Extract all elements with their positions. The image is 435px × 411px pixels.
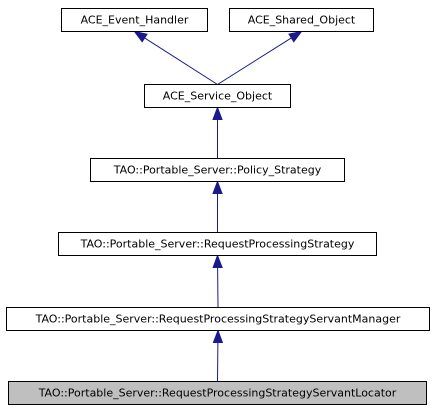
nodes-layer: ACE_Event_Handler ACE_Shared_ObjectACE_Se… xyxy=(6,8,430,405)
inheritance-edge-5 xyxy=(212,329,224,382)
inheritance-edge-0 xyxy=(133,30,218,85)
edge-line xyxy=(144,37,218,85)
edges-layer xyxy=(133,30,303,382)
inheritance-edge-2 xyxy=(212,106,223,159)
arrowhead-icon xyxy=(212,254,223,269)
inheritance-edge-4 xyxy=(212,254,223,308)
class-box xyxy=(61,8,208,32)
class-label: TAO::Portable_Server::RequestProcessingS… xyxy=(35,313,401,326)
edge-line xyxy=(217,37,292,85)
class-node-service-object[interactable]: ACE_Service_Object xyxy=(144,84,291,108)
arrowhead-icon xyxy=(212,329,224,344)
class-label: TAO::Portable_Server::RequestProcessingS… xyxy=(80,238,355,251)
class-label: ACE_Service_Object xyxy=(163,90,273,103)
class-node-rps-locator[interactable]: TAO::Portable_Server::RequestProcessingS… xyxy=(8,381,427,405)
class-node-rps[interactable]: TAO::Portable_Server::RequestProcessingS… xyxy=(58,232,377,256)
class-node-policy-strategy[interactable]: TAO::Portable_Server::Policy_Strategy xyxy=(90,158,345,182)
arrowhead-icon xyxy=(212,106,223,120)
class-node-rps-manager[interactable]: TAO::Portable_Server::RequestProcessingS… xyxy=(6,307,430,331)
class-box xyxy=(6,307,430,331)
class-box xyxy=(144,84,291,108)
inheritance-edge-1 xyxy=(217,30,303,85)
class-label: ACE_Event_Handler xyxy=(81,14,189,27)
class-label: TAO::Portable_Server::RequestProcessingS… xyxy=(38,387,397,400)
class-box xyxy=(8,381,427,405)
class-box xyxy=(90,158,345,182)
class-label: ACE_Shared_Object xyxy=(248,14,356,27)
class-node-shared-object[interactable]: ACE_Shared_Object xyxy=(229,8,374,32)
arrowhead-icon xyxy=(212,180,223,194)
inheritance-edge-3 xyxy=(212,180,223,233)
class-box xyxy=(229,8,374,32)
class-node-event-handler[interactable]: ACE_Event_Handler xyxy=(61,8,208,32)
arrowhead-icon xyxy=(133,30,148,43)
class-label: TAO::Portable_Server::Policy_Strategy xyxy=(113,164,322,177)
class-box xyxy=(58,232,377,256)
arrowhead-icon xyxy=(288,30,303,43)
